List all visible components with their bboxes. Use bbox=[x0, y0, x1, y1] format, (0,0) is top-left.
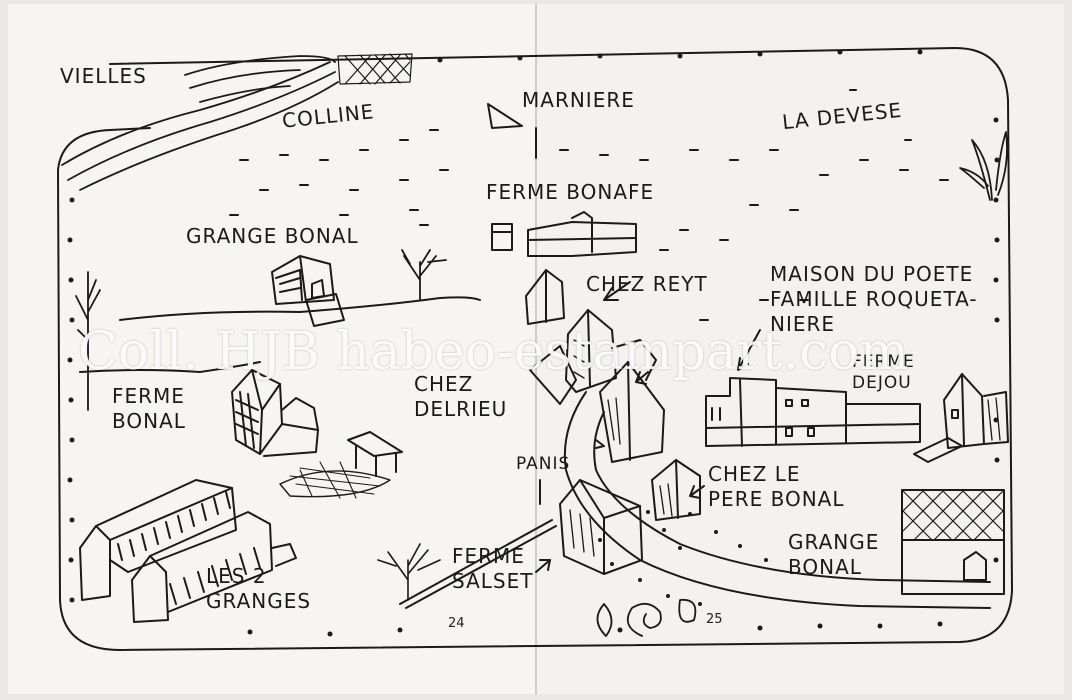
road-arrow bbox=[595, 439, 605, 449]
ferme-salset-house bbox=[559, 479, 643, 575]
ferme-dejou-house bbox=[913, 373, 1009, 463]
label-grange-bonal-bottom: GRANGE BONAL bbox=[788, 530, 880, 579]
delrieu-houses bbox=[529, 309, 665, 463]
arrow-salset bbox=[535, 559, 551, 573]
hatched-plot-top bbox=[337, 53, 413, 85]
label-marniere: MARNIERE bbox=[522, 88, 635, 112]
map-frame bbox=[57, 47, 1013, 651]
page-number-left: 24 bbox=[448, 616, 465, 631]
les-2-granges-barns bbox=[79, 479, 297, 623]
collection-watermark: Coll. HJB habeo-estampart.com bbox=[78, 322, 909, 382]
label-grange-bonal-top: GRANGE BONAL bbox=[186, 224, 359, 248]
road-dots bbox=[598, 510, 768, 606]
ferme-bonafe-buildings bbox=[491, 211, 637, 257]
arrow-maison-poete bbox=[737, 329, 761, 371]
marniere-pit bbox=[487, 103, 523, 129]
arrow-delrieu bbox=[635, 371, 649, 385]
arrow-chez-reyt bbox=[603, 281, 631, 301]
ferme-bonal-house bbox=[231, 369, 319, 457]
village-road bbox=[563, 391, 991, 609]
bare-tree-bottom bbox=[377, 543, 441, 601]
village-road-edge bbox=[593, 411, 991, 583]
label-ferme-bonafe: FERME BONAFE bbox=[486, 180, 655, 204]
leaf-plant-right bbox=[959, 131, 1008, 201]
label-panis: PANIS bbox=[516, 454, 571, 474]
vielles-field bbox=[61, 55, 339, 191]
left-page bbox=[8, 4, 536, 694]
label-les-2-granges: LES 2 GRANGES bbox=[206, 564, 312, 613]
grange-bonal-barn-top bbox=[271, 255, 345, 327]
frame-dots bbox=[67, 49, 1000, 637]
chez-le-pere-bonal-house bbox=[651, 459, 701, 521]
bare-tree-top bbox=[401, 249, 447, 301]
maison-du-poete-complex bbox=[705, 377, 921, 447]
label-ferme-bonal: FERME BONAL bbox=[112, 384, 186, 433]
terrain-dashes bbox=[229, 89, 949, 321]
chez-reyt-house bbox=[525, 269, 565, 325]
label-vielles: VIELLES bbox=[60, 64, 147, 88]
grange-bonal-barn-bottom bbox=[901, 489, 1005, 595]
bare-tree-left bbox=[75, 271, 101, 411]
field-line bbox=[119, 296, 481, 321]
label-chez-reyt: CHEZ REYT bbox=[586, 272, 708, 296]
shed-and-field bbox=[279, 431, 403, 499]
label-chez-le-pere-bonal: CHEZ LE PERE BONAL bbox=[708, 462, 845, 511]
arrow-pere-bonal bbox=[689, 485, 705, 499]
label-ferme-dejou: FERME DEJOU bbox=[852, 352, 915, 394]
path-to-salset bbox=[399, 519, 557, 609]
bottom-ornament bbox=[596, 598, 697, 637]
page-number-right: 25 bbox=[706, 612, 723, 627]
field-line-2 bbox=[79, 361, 261, 373]
label-maison-du-poete: MAISON DU POETE FAMILLE ROQUETA- NIERE bbox=[770, 262, 978, 336]
label-chez-delrieu: CHEZ DELRIEU bbox=[414, 372, 508, 421]
label-ferme-salset: FERME SALSET bbox=[452, 544, 534, 593]
